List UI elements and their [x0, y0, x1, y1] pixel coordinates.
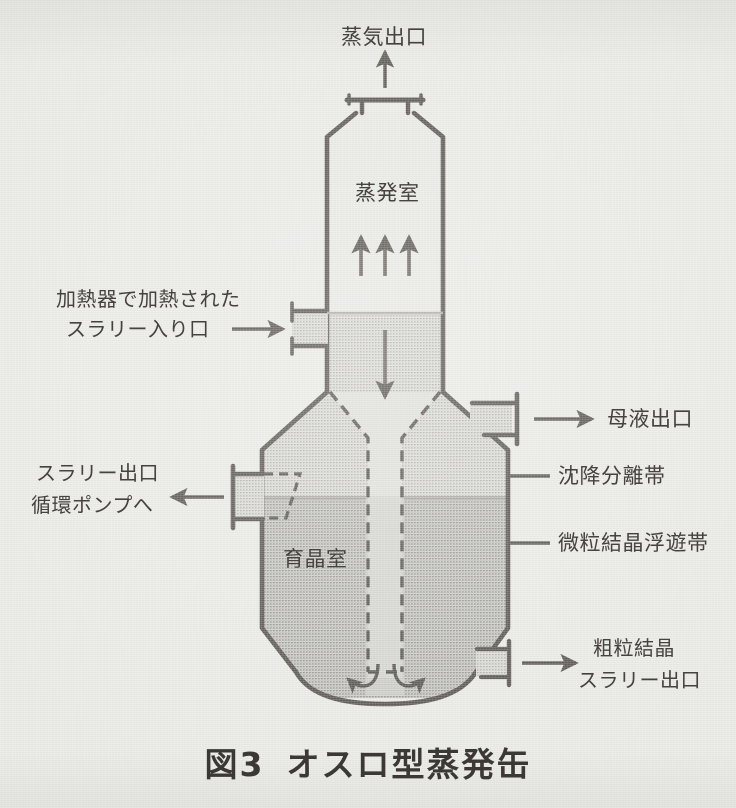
label-fine-crystal-suspension-zone: 微粒結晶浮遊帯 — [558, 531, 709, 555]
label-heated-slurry-inlet-line1: 加熱器で加熱された — [56, 287, 241, 311]
central-downcomer-tube — [330, 392, 440, 696]
label-evaporation-chamber: 蒸発室 — [355, 181, 420, 205]
label-crystal-growth-chamber: 育晶室 — [283, 547, 348, 571]
slurry-outlet-nozzle — [230, 463, 303, 531]
vapor-outlet-nozzle — [344, 93, 426, 116]
label-slurry-outlet-line1: スラリー出口 — [36, 461, 159, 485]
figure-caption-number: 図3 — [204, 745, 265, 784]
vapor-rise-arrows — [351, 234, 419, 276]
bottom-recirculation-arrows — [346, 663, 426, 694]
evaporation-chamber-vapor-space — [327, 113, 443, 312]
label-mother-liquor-outlet: 母液出口 — [607, 407, 693, 431]
label-slurry-outlet-line2: 循環ポンプへ — [31, 493, 154, 517]
figure-caption: 図3 オスロ型蒸発缶 — [0, 738, 736, 786]
label-vapor-outlet: 蒸気出口 — [341, 25, 427, 49]
heated-slurry-inlet-nozzle — [290, 301, 330, 356]
callout-leaders — [169, 49, 595, 673]
mother-liquor-outlet-nozzle — [469, 391, 520, 447]
label-heated-slurry-inlet-line2: スラリー入り口 — [66, 317, 210, 341]
label-settling-separation-zone: 沈降分離帯 — [558, 464, 666, 488]
label-coarse-crystal-outlet-line2: スラリー出口 — [578, 668, 701, 692]
figure-caption-title: オスロ型蒸発缶 — [286, 745, 532, 784]
label-coarse-crystal-outlet-line1: 粗粒結晶 — [593, 636, 675, 660]
coarse-crystal-outlet-nozzle — [474, 638, 512, 688]
